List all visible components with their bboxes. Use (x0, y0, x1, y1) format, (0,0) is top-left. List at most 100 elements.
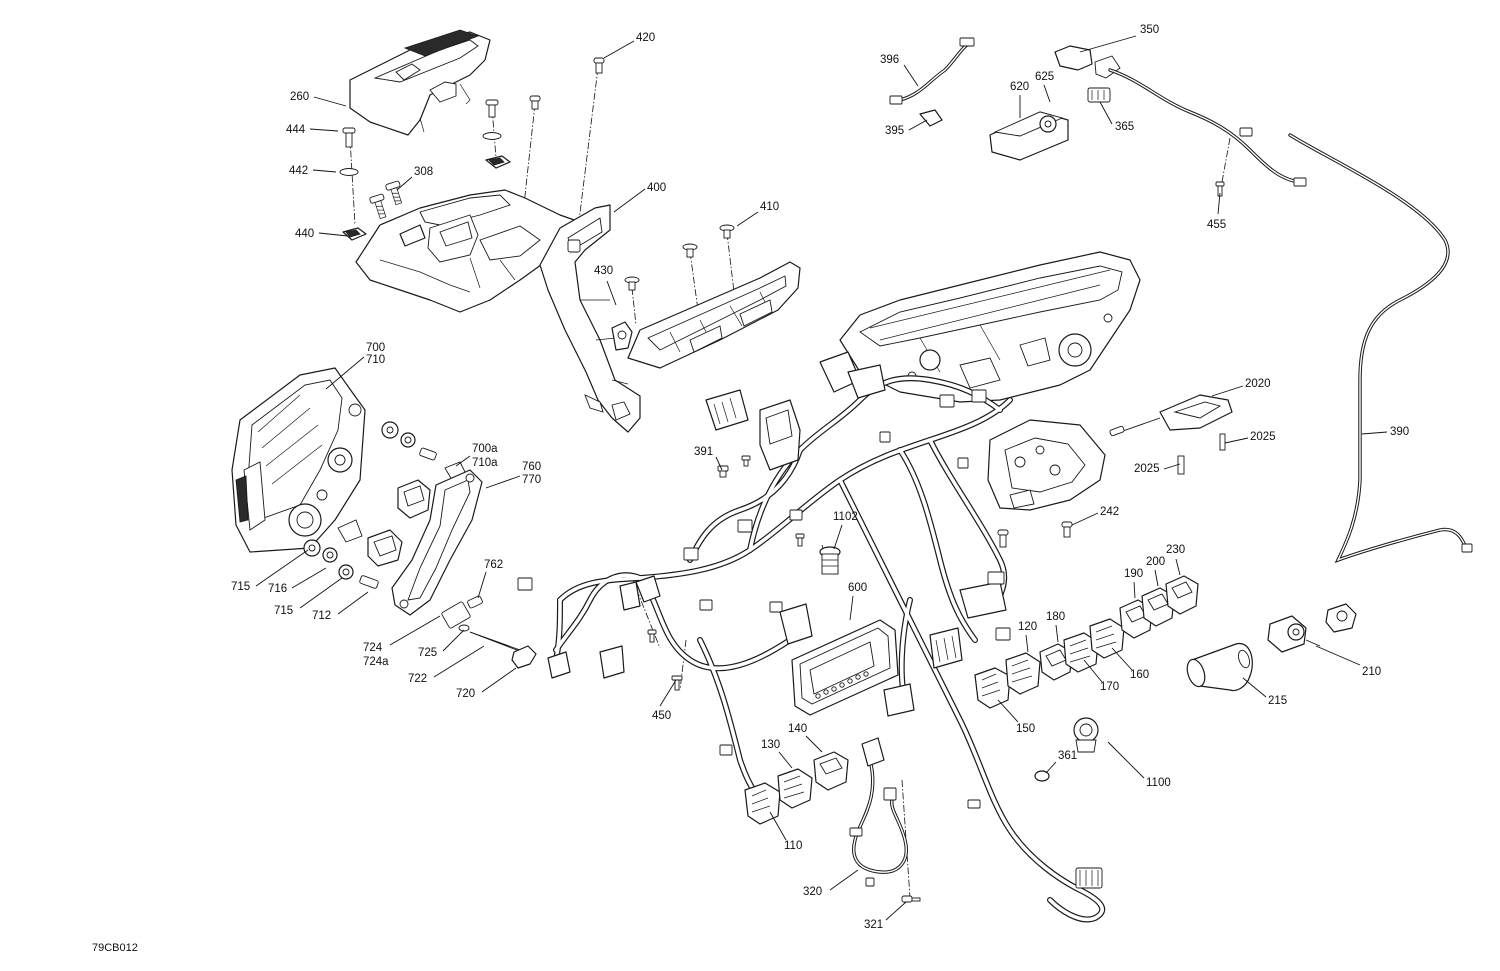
top-right-components (889, 37, 1307, 197)
callout-230: 230 (1166, 544, 1185, 556)
leader-line-396 (903, 64, 919, 87)
leader-line-110 (769, 811, 787, 841)
callout-391: 391 (694, 446, 713, 458)
top-cover-260 (349, 29, 491, 136)
relay-bracket-242 (987, 419, 1106, 548)
callout-190: 190 (1124, 568, 1143, 580)
callout-396: 396 (880, 54, 899, 66)
leader-line-320 (829, 869, 859, 891)
switch-modules (744, 575, 1199, 825)
callout-2020: 2020 (1245, 378, 1271, 390)
callout-455: 455 (1207, 219, 1226, 231)
switch-200 (1141, 587, 1175, 627)
switch-230 (1165, 575, 1199, 615)
leader-line-140 (805, 735, 823, 753)
headlight-bracket-760 (391, 469, 483, 616)
leader-line-400 (613, 188, 646, 213)
leader-line-455 (1217, 192, 1221, 215)
harness-connectors (517, 351, 1103, 889)
callout-760: 760 (522, 461, 541, 473)
switch-170 (1063, 632, 1099, 673)
callout-260: 260 (290, 91, 309, 103)
sleeve-215 (1186, 642, 1253, 692)
callout-715: 715 (274, 605, 293, 617)
misc-screws (647, 455, 805, 691)
leader-line-716 (291, 567, 327, 589)
callout-leaders (255, 35, 1388, 921)
callout-444: 444 (286, 124, 306, 136)
ignition-210 (1267, 603, 1357, 653)
leader-line-190 (1133, 581, 1136, 599)
leader-line-600 (849, 595, 854, 621)
callout-620: 620 (1010, 81, 1029, 93)
callout-715: 715 (231, 581, 250, 593)
figure-code: 79CB012 (92, 942, 138, 954)
callout-712: 712 (312, 610, 331, 622)
leader-line-160 (1111, 647, 1133, 671)
leader-line-180 (1055, 624, 1059, 643)
callout-120: 120 (1018, 621, 1037, 633)
callout-700: 700 (366, 342, 385, 354)
switch-110 (744, 782, 781, 825)
callout-716: 716 (268, 583, 287, 595)
callout-1100: 1100 (1146, 777, 1171, 789)
callout-725: 725 (418, 647, 437, 659)
plug-361 (1034, 770, 1050, 782)
leader-line-760 (485, 475, 521, 489)
callout-625: 625 (1035, 71, 1054, 83)
leader-line-350 (1079, 35, 1137, 53)
leader-line-215 (1242, 677, 1267, 698)
callout-395: 395 (885, 125, 904, 137)
display-leds (815, 671, 869, 699)
callout-410: 410 (760, 201, 779, 213)
leader-line-715 (255, 549, 309, 587)
cable-390 (1288, 133, 1473, 563)
leader-line-120 (1025, 634, 1029, 653)
leader-line-260 (313, 96, 347, 107)
leader-line-395 (908, 119, 928, 131)
headlight-adjuster (441, 595, 537, 669)
leader-line-242 (1071, 512, 1099, 526)
callout-242: 242 (1100, 506, 1119, 518)
callout-361: 361 (1058, 750, 1077, 762)
callout-710a: 710a (472, 457, 498, 469)
callout-320: 320 (803, 886, 822, 898)
callout-442: 442 (289, 165, 308, 177)
callout-308: 308 (414, 166, 433, 178)
callout-724: 724 (363, 642, 383, 654)
callout-1102: 1102 (833, 511, 858, 523)
leader-line-2025 (1163, 463, 1181, 470)
leader-line-442 (312, 169, 337, 173)
callout-720: 720 (456, 688, 475, 700)
leader-line-440 (318, 232, 349, 237)
callout-200: 200 (1146, 556, 1165, 568)
callout-420: 420 (636, 32, 655, 44)
mounting-rail-410 (624, 224, 801, 369)
leader-line-361 (1045, 761, 1057, 774)
leader-line-1100 (1107, 741, 1145, 779)
callout-170: 170 (1100, 681, 1119, 693)
headlight-hardware (303, 421, 467, 589)
module-2020 (1109, 394, 1233, 475)
main-wiring-harness (517, 351, 1106, 923)
top-fasteners (339, 57, 605, 241)
callout-770: 770 (522, 474, 541, 486)
clip-nuts-410 (624, 224, 735, 291)
mount-bracket-400 (355, 189, 641, 433)
callout-390: 390 (1390, 426, 1409, 438)
leader-line-230 (1175, 558, 1181, 576)
leader-line-625 (1043, 84, 1051, 103)
callout-130: 130 (761, 739, 780, 751)
callout-140: 140 (788, 723, 807, 735)
instrument-frame (839, 251, 1141, 403)
switch-180 (1039, 643, 1073, 681)
socket-1100 (1073, 717, 1099, 753)
callout-150: 150 (1016, 723, 1035, 735)
leader-line-1102 (833, 524, 843, 550)
leader-line-2020 (1211, 385, 1244, 397)
leader-line-762 (477, 571, 487, 599)
switch-130 (777, 768, 813, 809)
callout-2025: 2025 (1134, 463, 1160, 475)
leader-line-308 (396, 176, 413, 191)
callout-2025: 2025 (1250, 431, 1276, 443)
